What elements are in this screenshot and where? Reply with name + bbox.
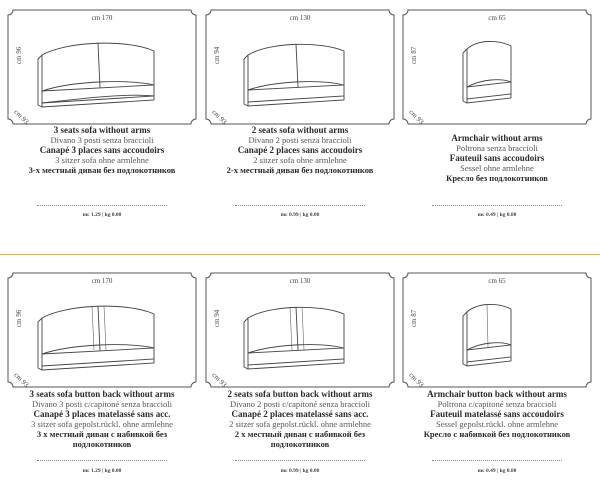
dotted-divider: [432, 460, 562, 461]
name-english: 3 seats sofa button back without arms: [29, 389, 175, 399]
name-italian: Divano 3 posti c/capitoné senza bracciol…: [32, 399, 172, 409]
name-german: 3 sitzer sofa gepolst.rückl. ohne armleh…: [31, 419, 173, 429]
dotted-divider: [37, 205, 167, 206]
product-image-frame: cm 170 cm 96 cm 93: [7, 272, 197, 389]
product-text: 2 seats sofa without arms Divano 2 posti…: [205, 125, 395, 175]
volume-weight: mc 1.29 | kg 0.00: [82, 212, 122, 218]
name-italian: Poltrona senza braccioli: [456, 143, 538, 153]
name-italian: Divano 2 posti c/capitoné senza bracciol…: [230, 399, 370, 409]
name-russian: 3 х местный диван с набивкой без подлоко…: [36, 429, 168, 449]
name-english: 2 seats sofa without arms: [251, 125, 349, 135]
height-dimension: cm 96: [15, 309, 23, 327]
name-german: 2 sitzer sofa ohne armlehne: [253, 155, 347, 165]
volume-weight: mc 0.99 | kg 0.00: [280, 212, 320, 218]
product-image-frame: cm 65 cm 87 cm 93: [402, 272, 592, 389]
name-french: Canapé 3 places matelassé sans acc.: [33, 409, 171, 419]
product-text: 3 seats sofa without arms Divano 3 posti…: [7, 125, 197, 175]
dotted-divider: [235, 460, 365, 461]
width-dimension: cm 170: [91, 14, 113, 22]
width-dimension: cm 130: [289, 277, 311, 285]
name-russian: Кресло с набивкой без подлокотников: [423, 429, 571, 439]
width-dimension: cm 65: [488, 14, 506, 22]
armchair-drawing: [462, 41, 512, 104]
name-french: Canapé 3 places sans accoudoirs: [39, 145, 165, 155]
product-image-frame: cm 130 cm 94 cm 93: [205, 9, 395, 126]
product-text: 2 seats sofa button back without arms Di…: [205, 389, 395, 449]
name-german: Sessel gepolst.rückl. ohne armlehne: [435, 419, 559, 429]
volume-weight: mc 1.29 | kg 0.00: [82, 468, 122, 474]
sofa-3-seat-drawing: [37, 42, 155, 108]
name-russian: 2 х местный диван с набивкой без подлоко…: [234, 429, 366, 449]
height-dimension: cm 94: [213, 309, 221, 327]
name-german: 2 sitzer sofa gepolst.rückl. ohne armleh…: [229, 419, 371, 429]
height-dimension: cm 87: [410, 46, 418, 64]
name-french: Fauteuil sans accoudoirs: [449, 153, 545, 163]
height-dimension: cm 87: [410, 309, 418, 327]
name-french: Canapé 2 places matelassé sans acc.: [231, 409, 369, 419]
name-english: 3 seats sofa without arms: [53, 125, 151, 135]
name-russian: 3-х местный диван без подлокотников: [28, 165, 176, 175]
product-text: Armchair without arms Poltrona senza bra…: [402, 133, 592, 183]
dotted-divider: [37, 460, 167, 461]
sofa-2-seat-drawing: [243, 43, 345, 107]
name-russian: 2-х местный диван без подлокотников: [226, 165, 374, 175]
armchair-button-back-drawing: [462, 303, 512, 367]
name-french: Canapé 2 places sans accoudoirs: [237, 145, 363, 155]
volume-weight: mc 0.49 | kg 0.00: [477, 212, 517, 218]
product-image-frame: cm 65 cm 87 cm 93: [402, 9, 592, 126]
row-separator: [0, 254, 600, 255]
name-french: Fauteuil matelassé sans accoudoirs: [430, 409, 564, 419]
product-image-frame: cm 130 cm 94 cm 93: [205, 272, 395, 389]
name-german: Sessel ohne armlehne: [460, 163, 534, 173]
width-dimension: cm 130: [289, 14, 311, 22]
dotted-divider: [432, 205, 562, 206]
name-english: Armchair button back without arms: [427, 389, 567, 399]
sofa-2-seat-button-back-drawing: [243, 306, 345, 370]
dotted-divider: [235, 205, 365, 206]
sofa-3-seat-button-back-drawing: [37, 305, 155, 371]
height-dimension: cm 96: [15, 46, 23, 64]
product-text: 3 seats sofa button back without arms Di…: [7, 389, 197, 449]
height-dimension: cm 94: [213, 46, 221, 64]
name-russian: Кресло без подлокотников: [446, 173, 548, 183]
name-english: Armchair without arms: [451, 133, 543, 143]
name-italian: Divano 3 posti senza braccioli: [50, 135, 154, 145]
name-english: 2 seats sofa button back without arms: [227, 389, 373, 399]
name-italian: Divano 2 posti senza braccioli: [248, 135, 352, 145]
name-italian: Poltrona c/capitoné senza braccioli: [437, 399, 557, 409]
width-dimension: cm 65: [488, 277, 506, 285]
name-german: 3 sitzer sofa ohne armlehne: [55, 155, 149, 165]
product-image-frame: cm 170 cm 96 cm 93: [7, 9, 197, 126]
volume-weight: mc 0.49 | kg 0.00: [477, 468, 517, 474]
width-dimension: cm 170: [91, 277, 113, 285]
volume-weight: mc 0.99 | kg 0.00: [280, 468, 320, 474]
product-text: Armchair button back without arms Poltro…: [402, 389, 592, 439]
